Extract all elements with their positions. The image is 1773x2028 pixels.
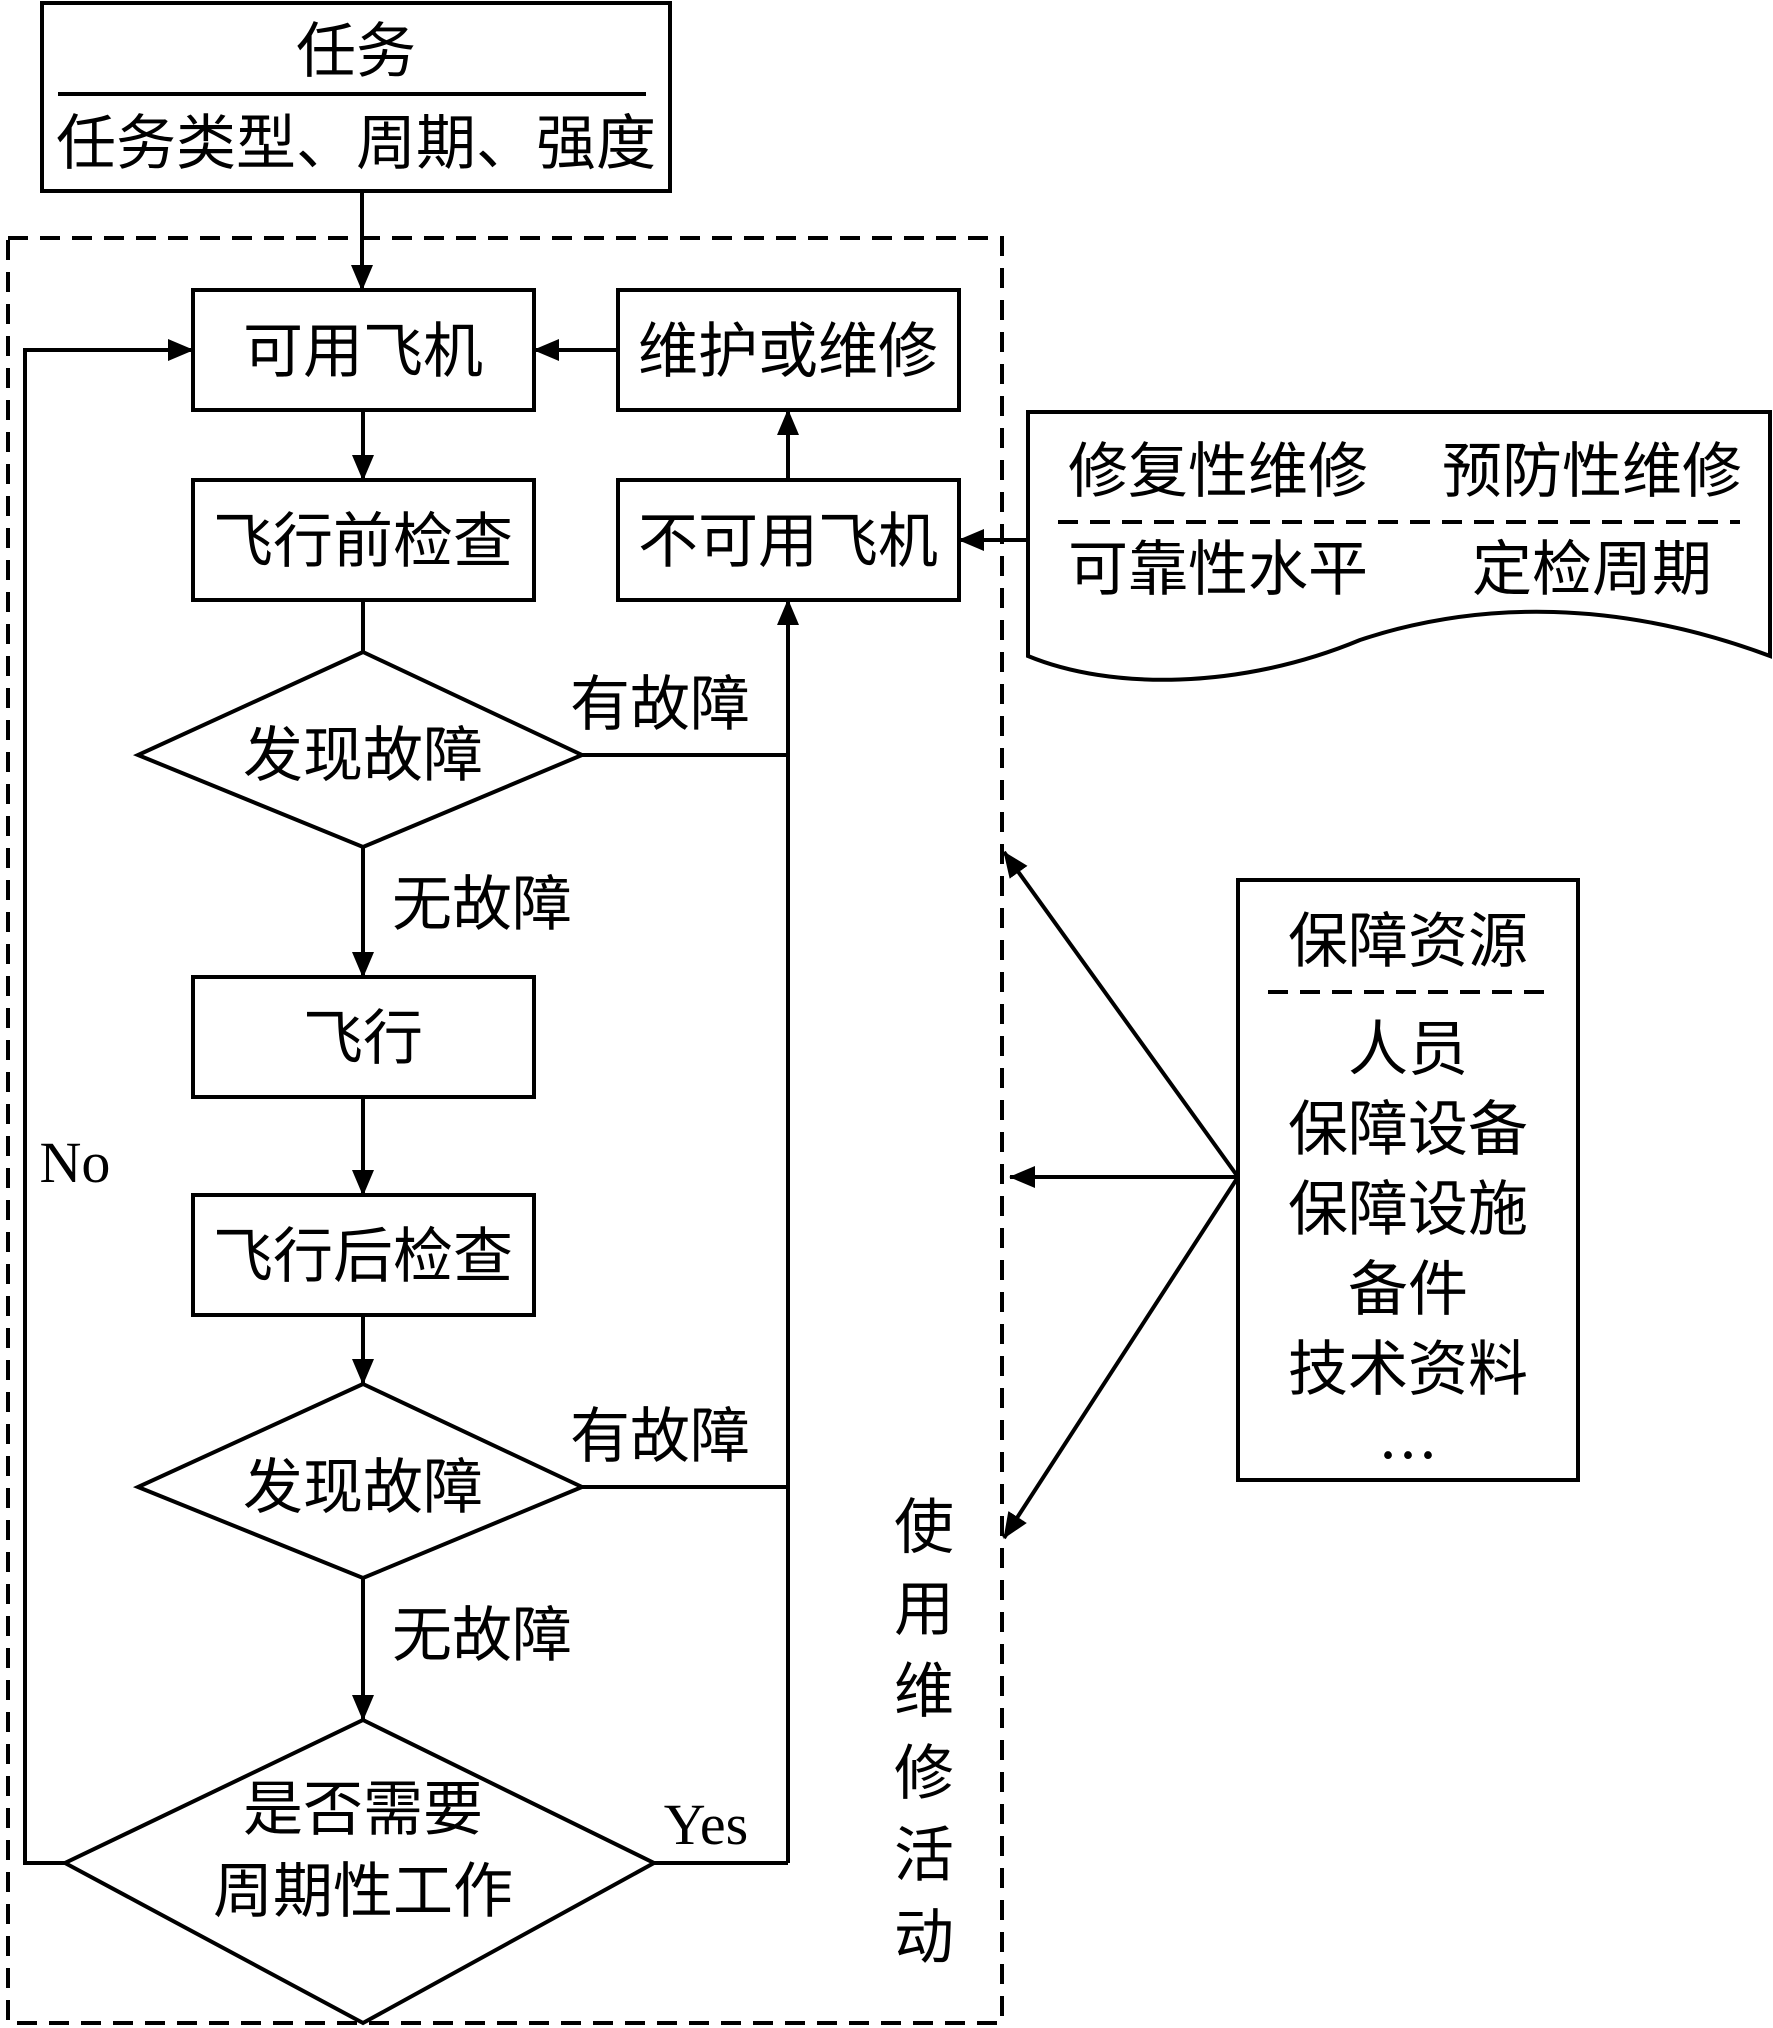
region-label-char: 动 <box>894 1903 954 1973</box>
region-label-char: 用 <box>894 1575 954 1645</box>
node-fault-check-1: 发现故障 <box>132 649 587 850</box>
periodic-work-line2: 周期性工作 <box>213 1857 513 1927</box>
task-title: 任务 <box>296 17 416 87</box>
unavailable-aircraft-label: 不可用飞机 <box>638 507 938 577</box>
edge-no-loop <box>23 339 194 1865</box>
node-maintenance: 维护或维修 <box>616 288 961 412</box>
usage-maintenance-region <box>6 236 1004 2025</box>
preflight-check-label: 飞行前检查 <box>213 507 513 577</box>
task-detail: 任务类型、周期、强度 <box>56 109 656 179</box>
support-item: … <box>1378 1403 1438 1473</box>
support-item: 人员 <box>1348 1015 1468 1085</box>
support-item: 保障设施 <box>1288 1175 1528 1245</box>
support-item: 备件 <box>1348 1255 1468 1325</box>
region-label-char: 使 <box>894 1493 954 1563</box>
maintenance-doc: 修复性维修 预防性维修 可靠性水平 定检周期 <box>1026 410 1772 682</box>
support-item: 技术资料 <box>1288 1335 1528 1405</box>
maintenance-label: 维护或维修 <box>638 317 938 387</box>
region-label-char: 维 <box>894 1657 954 1727</box>
edge-yes-label: Yes <box>664 1792 748 1857</box>
node-available-aircraft: 可用飞机 <box>191 288 536 412</box>
fault-check-2-label: 发现故障 <box>243 1453 483 1523</box>
edge-has-fault-1: 有故障 <box>570 670 750 740</box>
doc-preventive: 预防性维修 <box>1442 437 1742 507</box>
node-flight: 飞行 <box>191 975 536 1099</box>
arrow-support-bottom <box>1002 1175 1240 1540</box>
edge-no-fault-2: 无故障 <box>392 1601 572 1671</box>
edge-has-fault-2: 有故障 <box>570 1402 750 1472</box>
support-box: 保障资源 人员 保障设备 保障设施 备件 技术资料 … <box>1236 878 1580 1482</box>
region-label-char: 修 <box>894 1739 954 1809</box>
doc-reliability: 可靠性水平 <box>1068 535 1368 605</box>
node-fault-check-2: 发现故障 <box>132 1381 587 1581</box>
support-item: 保障设备 <box>1288 1095 1528 1165</box>
support-title: 保障资源 <box>1288 907 1528 977</box>
node-unavailable-aircraft: 不可用飞机 <box>616 478 961 602</box>
edge-no-fault-1: 无故障 <box>392 870 572 940</box>
task-box: 任务 任务类型、周期、强度 <box>40 1 672 193</box>
edge-no-label: No <box>40 1130 111 1195</box>
available-aircraft-label: 可用飞机 <box>243 317 483 387</box>
region-label: 使 用 维 修 活 动 <box>894 1493 954 1973</box>
periodic-work-line1: 是否需要 <box>243 1775 483 1845</box>
node-postflight-check: 飞行后检查 <box>191 1193 536 1317</box>
region-label-char: 活 <box>894 1821 954 1891</box>
fault-check-1-label: 发现故障 <box>243 721 483 791</box>
doc-inspection: 定检周期 <box>1472 535 1712 605</box>
postflight-check-label: 飞行后检查 <box>213 1222 513 1292</box>
node-preflight-check: 飞行前检查 <box>191 478 536 602</box>
flight-label: 飞行 <box>303 1004 423 1074</box>
arrow-support-top <box>1002 850 1240 1179</box>
doc-corrective: 修复性维修 <box>1068 437 1368 507</box>
node-periodic-work: 是否需要 周期性工作 <box>60 1717 659 2026</box>
